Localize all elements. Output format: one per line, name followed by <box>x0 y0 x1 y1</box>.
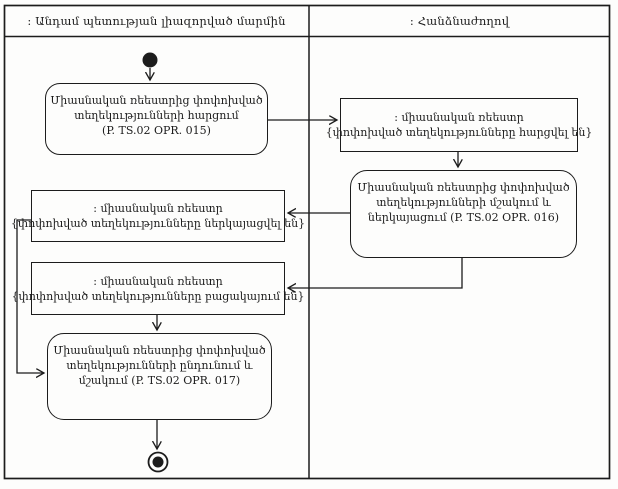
object-node-changes-queried: : միասնական ռեեստր {փոփոխված տեղեկությու… <box>326 98 592 152</box>
node-text-line: : միասնական ռեեստր <box>394 111 524 124</box>
lane-header-authorized-body: : Անդամ պետության լիազորված մարմին <box>4 5 309 36</box>
node-text-line: : միասնական ռեեստր <box>93 202 223 215</box>
node-text-line: (P. TS.02 OPR. 015) <box>102 124 211 137</box>
object-node-changes-presented: : միասնական ռեեստր {փոփոխված տեղեկությու… <box>11 190 305 242</box>
activity-node-opr-015: Միասնական ռեեստրից փոփոխված տեղեկություն… <box>45 83 268 155</box>
node-text-line: {փոփոխված տեղեկությունները բացակայում են… <box>11 289 305 303</box>
activity-node-opr-016: Միասնական ռեեստրից փոփոխված տեղեկություն… <box>350 170 577 258</box>
node-text-line: մշակում (P. TS.02 OPR. 017) <box>78 374 241 387</box>
node-text-line: տեղեկությունների մշակում և <box>376 196 551 209</box>
lane-title: : Անդամ պետության լիազորված մարմին <box>27 13 286 28</box>
node-text-line: Միասնական ռեեստրից փոփոխված <box>53 344 266 357</box>
lane-title: : Հանձնաժողով <box>409 13 510 28</box>
node-text-line: ներկայացում (P. TS.02 OPR. 016) <box>367 211 560 224</box>
lane-header-commission: : Հանձնաժողով <box>309 5 610 36</box>
node-text-line: {փոփոխված տեղեկությունները հարցվել են} <box>325 126 593 139</box>
node-text-line: : միասնական ռեեստր <box>93 274 223 288</box>
node-text-line: Միասնական ռեեստրից փոփոխված <box>357 181 570 194</box>
activity-node-opr-017: Միասնական ռեեստրից փոփոխված տեղեկություն… <box>47 333 272 420</box>
node-text-line: տեղեկությունների ընդունում և <box>66 359 253 372</box>
node-text-line: {փոփոխված տեղեկությունները ներկայացվել ե… <box>10 217 306 230</box>
node-text-line: Միասնական ռեեստրից փոփոխված <box>50 94 263 107</box>
node-text-line: տեղեկությունների հարցում <box>74 109 239 122</box>
object-node-changes-absent: : միասնական ռեեստր {փոփոխված տեղեկությու… <box>12 262 304 315</box>
